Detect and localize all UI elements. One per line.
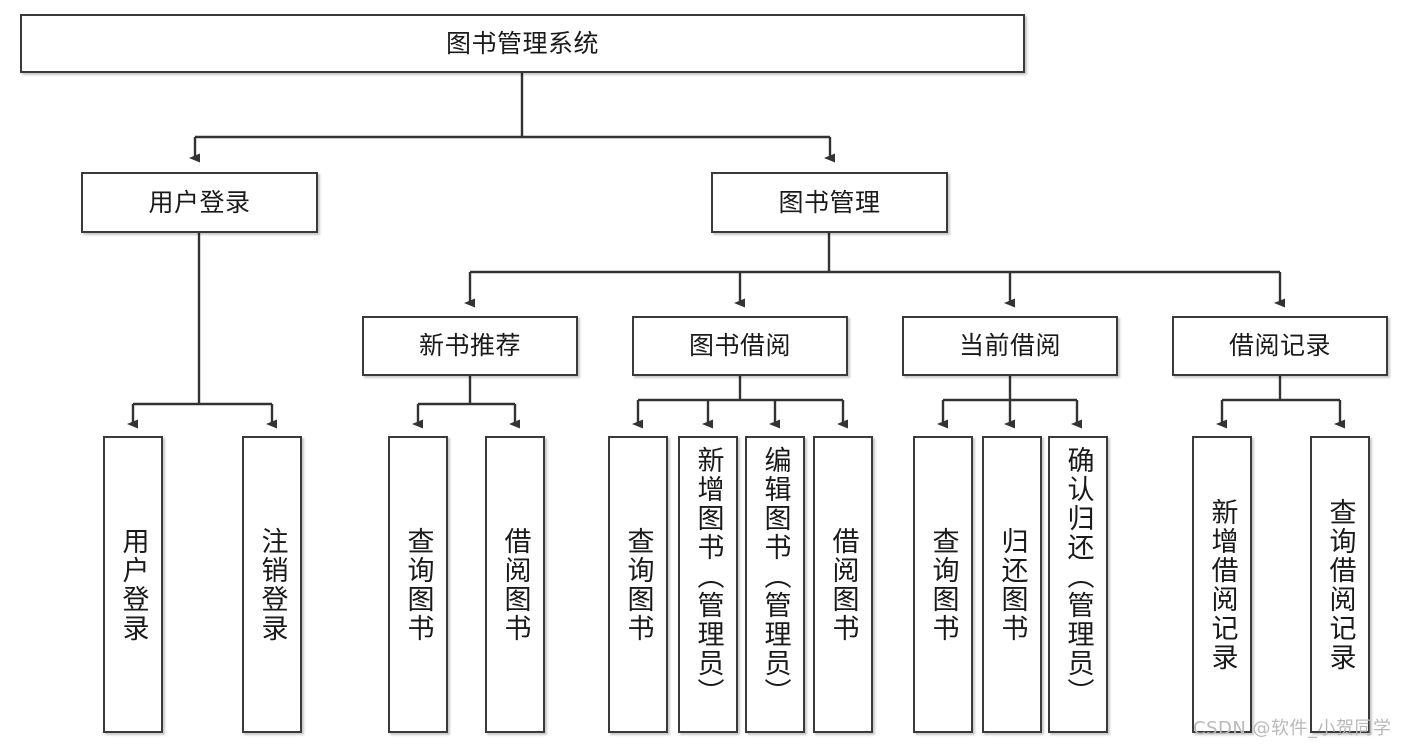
node-leaf-query-book-1-label: 查询图书: [402, 526, 434, 643]
node-leaf-query-book-3[interactable]: 查询图书: [913, 436, 973, 733]
node-leaf-return-book-label: 归还图书: [996, 526, 1028, 643]
node-leaf-query-book-1[interactable]: 查询图书: [388, 436, 448, 733]
node-leaf-add-borrow-record-label: 新增借阅记录: [1206, 497, 1238, 672]
node-leaf-query-book-2[interactable]: 查询图书: [608, 436, 668, 733]
node-leaf-confirm-return[interactable]: 确认归还（管理员）: [1048, 436, 1108, 733]
node-leaf-edit-book[interactable]: 编辑图书（管理员）: [745, 436, 805, 733]
node-book-manage[interactable]: 图书管理: [711, 172, 948, 233]
node-book-borrow[interactable]: 图书借阅: [632, 316, 848, 376]
node-book-borrow-label: 图书借阅: [688, 331, 791, 360]
node-leaf-query-borrow-record[interactable]: 查询借阅记录: [1310, 436, 1370, 733]
node-leaf-confirm-return-label: 确认归还（管理员）: [1062, 446, 1094, 707]
node-leaf-add-book[interactable]: 新增图书（管理员）: [678, 436, 738, 733]
node-user-login-label: 用户登录: [148, 187, 251, 217]
node-leaf-user-login[interactable]: 用户登录: [103, 436, 163, 733]
csdn-watermark: CSDN @软件_小贺同学: [1193, 718, 1392, 739]
node-leaf-borrow-book-2[interactable]: 借阅图书: [813, 436, 873, 733]
node-leaf-borrow-book-2-label: 借阅图书: [827, 526, 859, 643]
node-leaf-logout-login-label: 注销登录: [256, 526, 288, 643]
node-book-manage-label: 图书管理: [778, 187, 881, 217]
node-leaf-add-borrow-record[interactable]: 新增借阅记录: [1192, 436, 1252, 733]
node-leaf-edit-book-label: 编辑图书（管理员）: [759, 446, 791, 707]
node-leaf-borrow-book-1[interactable]: 借阅图书: [485, 436, 545, 733]
node-root-label: 图书管理系统: [445, 28, 599, 58]
node-leaf-return-book[interactable]: 归还图书: [982, 436, 1042, 733]
node-leaf-logout-login[interactable]: 注销登录: [242, 436, 302, 733]
node-new-book-recommend-label: 新书推荐: [418, 331, 521, 360]
node-leaf-user-login-label: 用户登录: [117, 526, 149, 643]
node-current-borrow[interactable]: 当前借阅: [902, 316, 1118, 376]
node-user-login[interactable]: 用户登录: [81, 172, 318, 233]
node-leaf-add-book-label: 新增图书（管理员）: [692, 446, 724, 707]
node-leaf-borrow-book-1-label: 借阅图书: [499, 526, 531, 643]
node-borrow-record-label: 借阅记录: [1228, 331, 1331, 360]
node-leaf-query-borrow-record-label: 查询借阅记录: [1324, 497, 1356, 672]
node-root[interactable]: 图书管理系统: [20, 14, 1025, 73]
node-borrow-record[interactable]: 借阅记录: [1172, 316, 1388, 376]
node-current-borrow-label: 当前借阅: [958, 331, 1061, 360]
node-leaf-query-book-3-label: 查询图书: [927, 526, 959, 643]
node-new-book-recommend[interactable]: 新书推荐: [362, 316, 578, 376]
node-leaf-query-book-2-label: 查询图书: [622, 526, 654, 643]
